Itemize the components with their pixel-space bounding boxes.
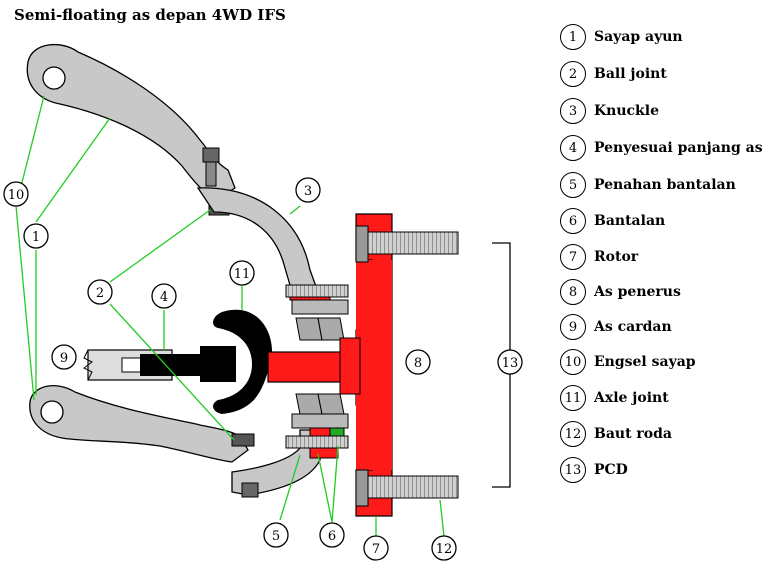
legend-label: Baut roda bbox=[594, 426, 672, 442]
upper-ball-joint-stud bbox=[205, 161, 217, 187]
upper-ball-joint-nut bbox=[202, 147, 220, 163]
legend-label: Penyesuai panjang as bbox=[594, 140, 763, 156]
legend-label: Knuckle bbox=[594, 103, 659, 119]
lower-ball-joint-bottom-nut bbox=[241, 482, 259, 498]
legend-item: 13 PCD bbox=[560, 455, 628, 485]
legend-number: 2 bbox=[560, 61, 586, 87]
legend-number: 11 bbox=[560, 385, 586, 411]
legend-label: Penahan bantalan bbox=[594, 177, 736, 193]
axle-joint-housing bbox=[200, 346, 236, 382]
legend-number: 8 bbox=[560, 279, 586, 305]
knuckle bbox=[196, 187, 319, 293]
axle-joint bbox=[213, 309, 272, 414]
legend-item: 12 Baut roda bbox=[560, 419, 672, 449]
legend-label: Engsel sayap bbox=[594, 354, 696, 370]
legend-number: 4 bbox=[560, 135, 586, 161]
upper-arm-hinge-hole bbox=[42, 66, 66, 90]
callout-8: 8 bbox=[405, 349, 431, 375]
legend-number: 13 bbox=[560, 457, 586, 483]
svg-text:9: 9 bbox=[60, 351, 68, 366]
legend-label: Bantalan bbox=[594, 213, 666, 229]
diagram-title: Semi-floating as depan 4WD IFS bbox=[14, 6, 286, 24]
svg-text:7: 7 bbox=[372, 542, 380, 557]
callout-9: 9 bbox=[51, 344, 77, 370]
legend-number: 1 bbox=[560, 24, 586, 50]
callout-4: 4 bbox=[151, 283, 177, 309]
callout-6: 6 bbox=[319, 522, 345, 548]
callout-1: 1 bbox=[23, 223, 49, 249]
legend-label: As cardan bbox=[594, 319, 672, 335]
callout-10: 10 bbox=[3, 181, 29, 207]
legend-number: 5 bbox=[560, 172, 586, 198]
cardan-shaft-core bbox=[140, 354, 200, 376]
legend-item: 1 Sayap ayun bbox=[560, 22, 683, 52]
lower-control-arm bbox=[29, 385, 249, 463]
svg-text:2: 2 bbox=[96, 286, 104, 301]
svg-text:12: 12 bbox=[436, 542, 453, 557]
callout-7: 7 bbox=[363, 535, 389, 561]
wheel-bolt-upper bbox=[367, 231, 459, 255]
callout-13: 13 bbox=[497, 349, 523, 375]
legend-item: 8 As penerus bbox=[560, 277, 681, 307]
cardan-shaft-end bbox=[83, 349, 93, 381]
callout-5: 5 bbox=[263, 522, 289, 548]
svg-text:1: 1 bbox=[32, 230, 40, 245]
legend-item: 9 As cardan bbox=[560, 312, 672, 342]
legend-item: 6 Bantalan bbox=[560, 206, 665, 236]
legend-number: 9 bbox=[560, 314, 586, 340]
svg-text:8: 8 bbox=[414, 356, 422, 371]
callout-11: 11 bbox=[229, 260, 255, 286]
svg-text:3: 3 bbox=[304, 184, 312, 199]
legend-label: Sayap ayun bbox=[594, 29, 683, 45]
svg-text:5: 5 bbox=[272, 529, 280, 544]
legend-item: 5 Penahan bantalan bbox=[560, 170, 736, 200]
legend-number: 7 bbox=[560, 244, 586, 270]
legend-item: 2 Ball joint bbox=[560, 59, 667, 89]
svg-text:6: 6 bbox=[328, 529, 336, 544]
callout-2: 2 bbox=[87, 279, 113, 305]
legend-label: Ball joint bbox=[594, 66, 667, 82]
legend-label: Rotor bbox=[594, 249, 639, 265]
svg-text:13: 13 bbox=[502, 356, 519, 371]
legend-label: Axle joint bbox=[594, 390, 669, 406]
legend-label: As penerus bbox=[594, 284, 681, 300]
wheel-bolt-lower-head bbox=[355, 469, 369, 507]
legend-item: 3 Knuckle bbox=[560, 96, 659, 126]
upper-control-arm bbox=[26, 43, 236, 201]
legend-label: PCD bbox=[594, 462, 628, 478]
legend-item: 11 Axle joint bbox=[560, 383, 669, 413]
legend-item: 7 Rotor bbox=[560, 242, 638, 272]
legend-item: 4 Penyesuai panjang as bbox=[560, 133, 763, 163]
cardan-shaft-slot bbox=[121, 357, 143, 373]
wheel-bolt-lower bbox=[367, 475, 459, 499]
legend-number: 3 bbox=[560, 98, 586, 124]
svg-text:4: 4 bbox=[160, 290, 168, 305]
upper-knuckle-stud bbox=[285, 284, 349, 298]
callout-12: 12 bbox=[431, 535, 457, 561]
legend-number: 12 bbox=[560, 421, 586, 447]
rotor-center bbox=[356, 260, 392, 470]
svg-text:10: 10 bbox=[8, 188, 25, 203]
svg-text:11: 11 bbox=[234, 267, 251, 282]
legend-number: 6 bbox=[560, 208, 586, 234]
legend-item: 10 Engsel sayap bbox=[560, 347, 696, 377]
lower-arm-hinge-hole bbox=[40, 400, 64, 424]
wheel-bolt-upper-head bbox=[355, 225, 369, 263]
lower-knuckle-stud bbox=[285, 435, 349, 449]
leader-lines bbox=[15, 95, 445, 537]
lower-ball-joint-nut bbox=[231, 433, 255, 447]
callout-3: 3 bbox=[295, 177, 321, 203]
legend-number: 10 bbox=[560, 349, 586, 375]
hub-stub bbox=[339, 337, 361, 395]
